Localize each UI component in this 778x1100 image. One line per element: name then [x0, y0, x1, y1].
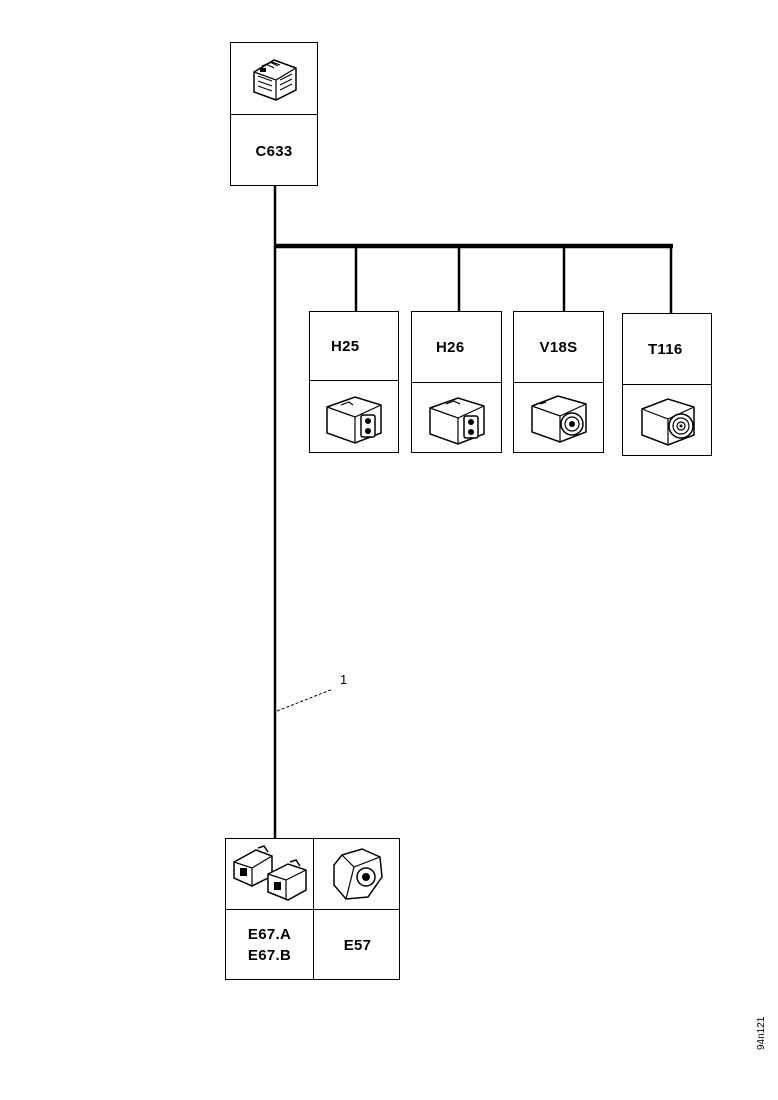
reference-code: 94n121 [756, 1016, 767, 1050]
octagonal-connector-icon [328, 845, 388, 903]
h25-image-cell [310, 382, 398, 452]
twin-connector-icon [230, 844, 310, 904]
round-connector-icon [526, 390, 592, 446]
c633-image-cell [231, 43, 317, 114]
e67-image-cell [226, 839, 313, 909]
component-c633[interactable]: C633 [230, 42, 318, 186]
h26-image-cell [412, 384, 501, 452]
component-h25[interactable]: H25 [309, 311, 399, 453]
h26-label: H26 [436, 338, 465, 356]
t116-divider [623, 384, 711, 385]
t116-image-cell [623, 386, 711, 455]
e67b-label: E67.B [247, 947, 292, 964]
multi-pin-connector-icon [244, 54, 304, 104]
component-h26[interactable]: H26 [411, 311, 502, 453]
v18s-label: V18S [539, 338, 578, 356]
e67a-label: E67.A [247, 926, 292, 943]
round-connector-icon [634, 393, 700, 449]
e57-label: E57 [343, 936, 372, 954]
connector-housing-icon [424, 390, 490, 446]
h26-divider [412, 382, 501, 383]
e57-image-cell [314, 839, 401, 909]
callout-number: 1 [340, 672, 348, 687]
component-t116[interactable]: T116 [622, 313, 712, 456]
callout-leader-line [276, 688, 334, 712]
h25-divider [310, 380, 398, 381]
component-e67-e57-group[interactable]: E67.A E67.B E57 [225, 838, 400, 980]
v18s-divider [514, 382, 603, 383]
c633-divider [231, 114, 317, 115]
c633-label: C633 [255, 142, 293, 160]
e67-labels: E67.A E67.B [226, 911, 313, 979]
h25-label: H25 [330, 337, 360, 355]
component-v18s[interactable]: V18S [513, 311, 604, 453]
connector-housing-icon [321, 389, 387, 445]
t116-label: T116 [647, 340, 683, 358]
group-horizontal-divider [226, 909, 399, 910]
v18s-image-cell [514, 384, 603, 452]
